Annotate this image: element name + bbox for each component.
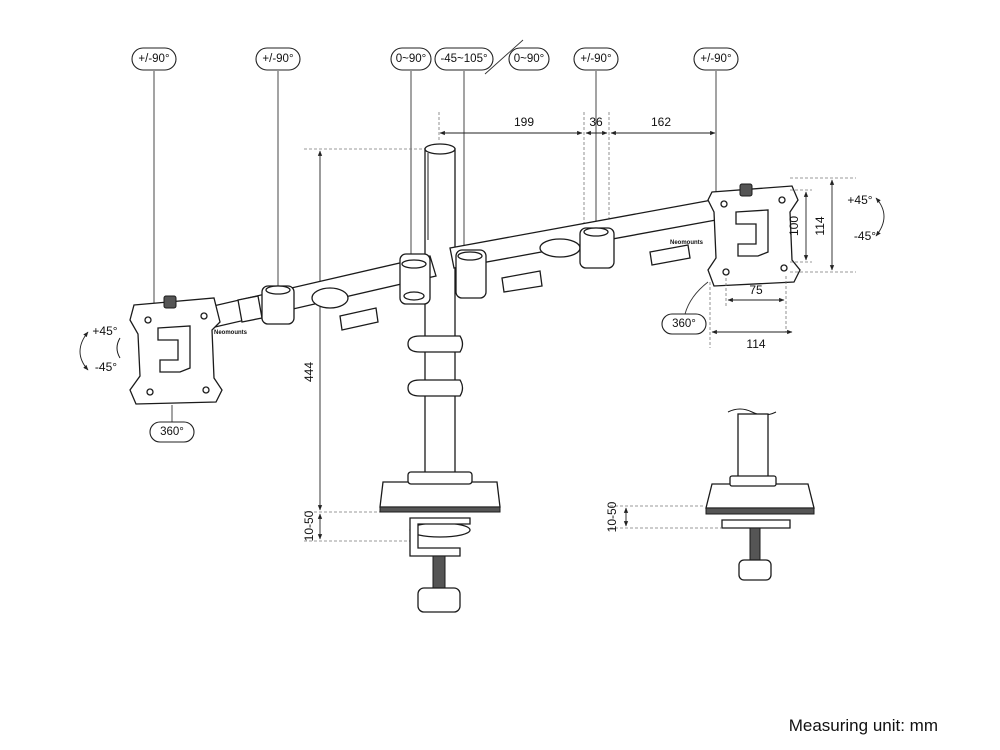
right-vesa-plate: [707, 183, 801, 287]
vesa-outer-height-label: 114: [813, 216, 827, 235]
vesa-inner-height-label: 100: [787, 216, 801, 236]
vesa-dimensions: 100 114 75 114: [709, 177, 856, 351]
rotation-360-labels: 360° 360°: [149, 281, 709, 443]
left-plate-rotation-label: +/-90°: [138, 53, 169, 65]
left-elbow-rotation-label: +/-90°: [262, 53, 293, 65]
clamp-detail-range-label: 10-50: [605, 501, 619, 532]
center-pole-rotation-label: -45~105°: [440, 53, 487, 65]
left-vesa-plate: Neomounts: [129, 295, 248, 405]
right-elbow-rotation-label: +/-90°: [580, 53, 611, 65]
clamp-detail-view: 10-50: [605, 408, 815, 581]
left-tilt-indicator: +45° -45°: [79, 324, 121, 374]
center-left-rotation-label: 0~90°: [396, 53, 427, 65]
center-right-rotation-label: 0~90°: [514, 53, 545, 65]
left-arm-brand-text: Neomounts: [214, 330, 248, 336]
arm-dimension-36: 36: [589, 115, 603, 129]
right-tilt-indicator: +45° -45°: [847, 193, 885, 243]
left-360-label: 360°: [160, 426, 184, 438]
arm-dimensions: 199 36 162: [438, 112, 716, 232]
clamp-range-label: 10-50: [302, 510, 316, 541]
arm-dimension-199: 199: [514, 115, 534, 129]
desk-clamp-base: [379, 471, 501, 613]
right-arm-brand-text: Neomounts: [670, 240, 704, 246]
pole-height-dimension: 444 10-50: [302, 148, 425, 542]
left-arm: [195, 253, 437, 331]
left-tilt-down-label: -45°: [95, 360, 117, 374]
vesa-inner-width-label: 75: [749, 283, 763, 297]
vesa-outer-width-label: 114: [746, 337, 765, 351]
measuring-unit-note: Measuring unit: mm: [788, 716, 938, 735]
right-arm: Neomounts: [449, 199, 717, 299]
pole-height-label: 444: [302, 362, 316, 382]
mounting-pole: [407, 143, 464, 495]
rotation-labels: +/-90° +/-90° 0~90° -45~105° 0~90° +/-90…: [131, 39, 739, 305]
right-360-label: 360°: [672, 318, 696, 330]
right-tilt-down-label: -45°: [854, 229, 876, 243]
label-separator-slash: [484, 39, 524, 75]
right-tilt-up-label: +45°: [847, 193, 872, 207]
left-tilt-up-label: +45°: [92, 324, 117, 338]
arm-dimension-162: 162: [651, 115, 671, 129]
right-plate-rotation-label: +/-90°: [700, 53, 731, 65]
